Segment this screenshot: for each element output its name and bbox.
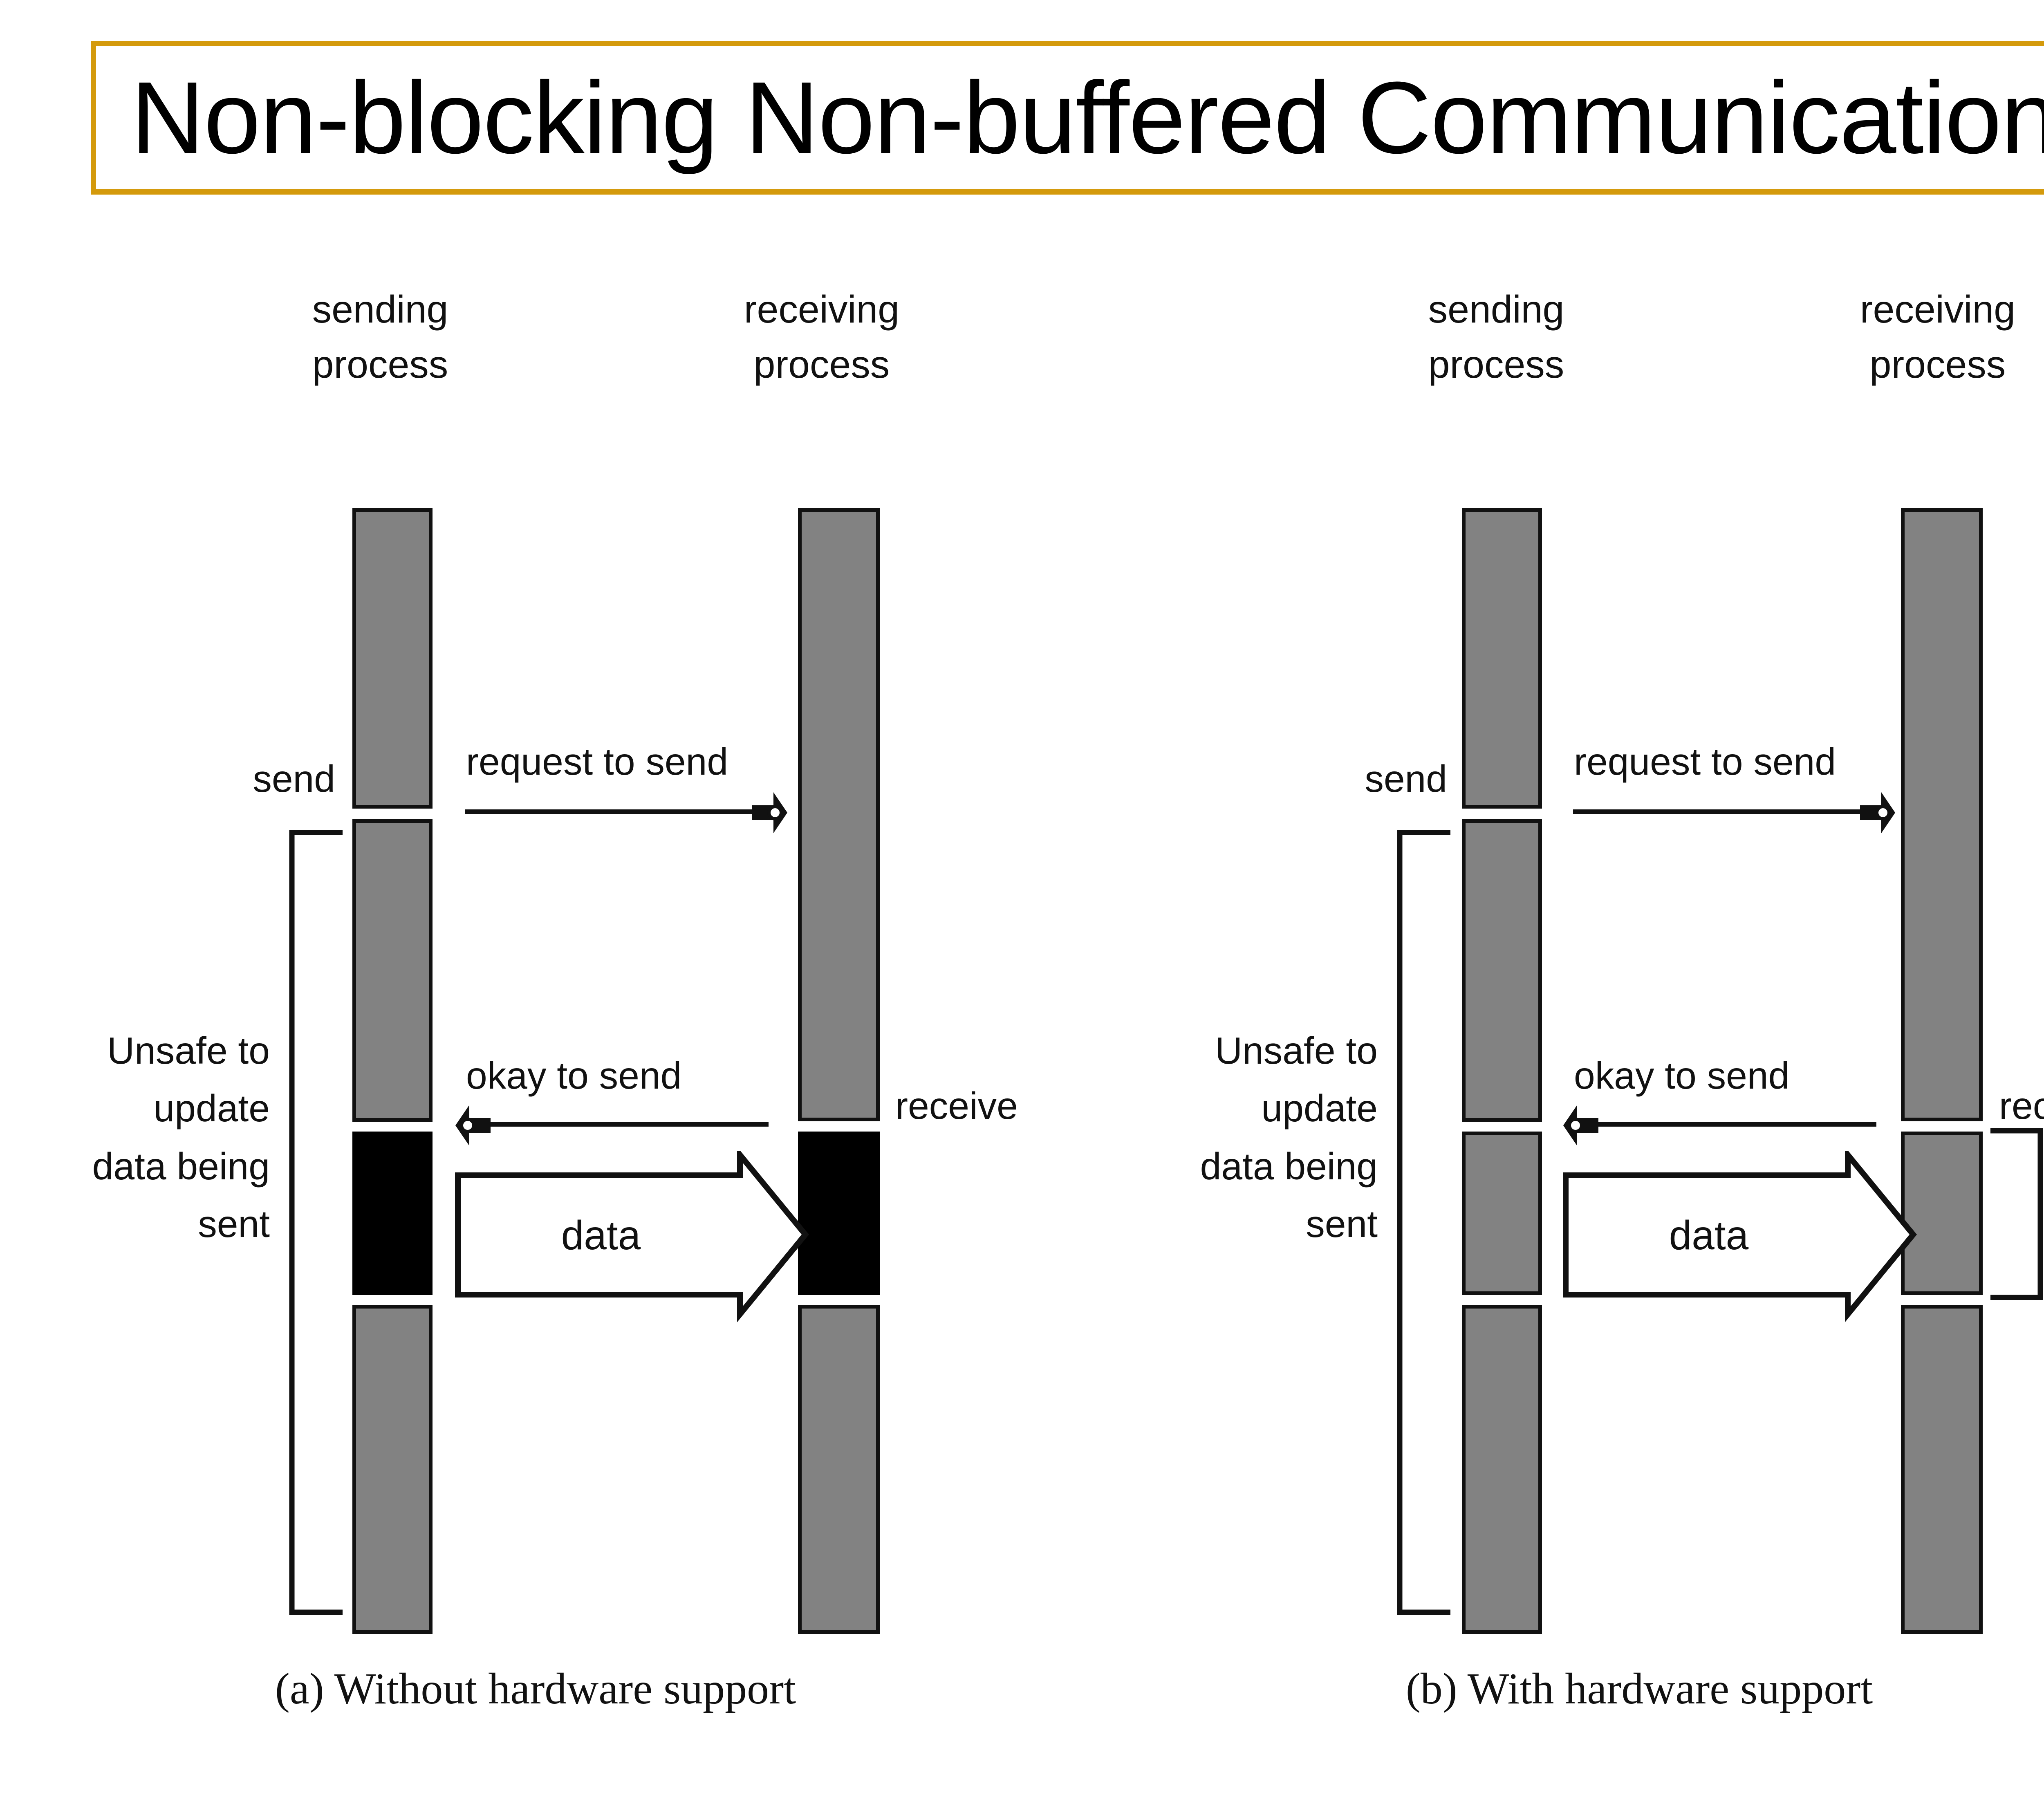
okay-to-send-line-a: [470, 1122, 769, 1127]
receive-label-b: receive: [1999, 1085, 2044, 1127]
receiving-segment-3-a: [798, 1305, 880, 1634]
receiving-process-heading-a: receiving process: [744, 288, 900, 386]
sending-segment-1-b: [1462, 508, 1542, 809]
unsafe-to-read-bracket-b: [1990, 1128, 2043, 1300]
okay-to-send-label-b: okay to send: [1574, 1054, 1790, 1097]
request-to-send-label-a: request to send: [466, 740, 728, 783]
request-to-send-arrowhead-b: [1860, 792, 1895, 833]
unsafe-to-update-label-a: Unsafe to update data being sent: [92, 1029, 270, 1246]
receiving-segment-2-blocked-a: [798, 1132, 880, 1295]
diagram-a: sending process receiving process send r…: [25, 262, 1210, 1774]
sending-segment-2-a: [352, 819, 433, 1122]
diagram-b: sending process receiving process send r…: [1177, 262, 2044, 1774]
receive-label-a: receive: [895, 1085, 1018, 1127]
request-to-send-label-b: request to send: [1574, 740, 1836, 783]
okay-to-send-line-b: [1578, 1122, 1876, 1127]
sending-process-heading-a: sending process: [312, 288, 448, 386]
data-arrow-label-b: data: [1669, 1212, 1749, 1258]
receiving-process-heading-b: receiving process: [1860, 288, 2016, 386]
request-to-send-line-b: [1573, 809, 1871, 814]
okay-to-send-arrowhead-a: [455, 1105, 491, 1146]
request-to-send-arrowhead-a: [752, 792, 787, 833]
data-block-arrow-b: [1563, 1151, 1917, 1322]
receiving-segment-3-b: [1901, 1305, 1983, 1634]
receiving-segment-1-a: [798, 508, 880, 1121]
send-label-b: send: [1365, 757, 1447, 800]
unsafe-to-update-label-b: Unsafe to update data being sent: [1200, 1029, 1378, 1246]
receiving-segment-2-b: [1901, 1132, 1983, 1295]
sending-segment-1-a: [352, 508, 433, 809]
receiving-segment-1-b: [1901, 508, 1983, 1121]
sending-segment-4-b: [1462, 1305, 1542, 1634]
title-box: [91, 41, 2044, 195]
sending-process-heading-b: sending process: [1428, 288, 1564, 386]
request-to-send-line-a: [465, 809, 764, 814]
page-title: Non-blocking Non-buffered Communication: [131, 61, 2044, 175]
okay-to-send-label-a: okay to send: [466, 1054, 682, 1097]
okay-to-send-arrowhead-b: [1563, 1105, 1598, 1146]
sending-segment-2-b: [1462, 819, 1542, 1122]
data-block-arrow-a: [455, 1151, 809, 1322]
sending-segment-4-a: [352, 1305, 433, 1634]
sending-segment-3-b: [1462, 1132, 1542, 1295]
send-label-a: send: [253, 757, 335, 800]
caption-b: (b) With hardware support: [1405, 1665, 1873, 1713]
unsafe-to-update-bracket-a: [289, 830, 343, 1615]
data-arrow-label-a: data: [561, 1212, 641, 1258]
unsafe-to-update-bracket-b: [1397, 830, 1450, 1615]
sending-segment-3-blocked-a: [352, 1132, 433, 1295]
caption-a: (a) Without hardware support: [275, 1665, 796, 1713]
